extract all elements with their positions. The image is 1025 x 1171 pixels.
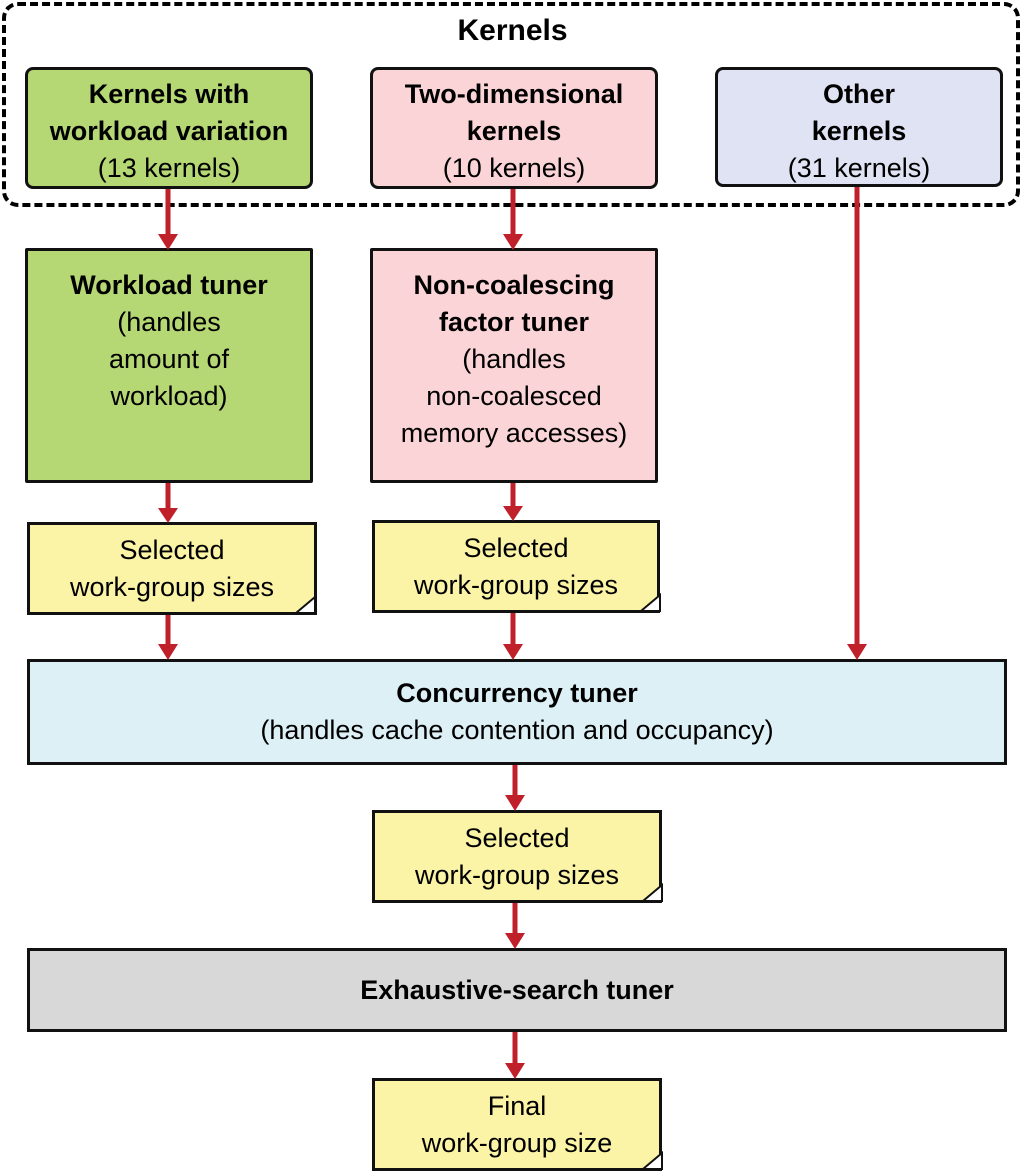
note-fold-corner <box>638 592 661 612</box>
kernel-box-two-dimensional: Two-dimensional kernels (10 kernels) <box>370 67 658 189</box>
concurrency-tuner-desc: (handles cache contention and occupancy) <box>260 715 774 745</box>
workload-tuner-title: Workload tuner <box>70 270 268 300</box>
kernel-box-title: kernels <box>466 116 562 146</box>
selected-sizes-note-1: Selected work-group sizes <box>27 522 317 615</box>
note-fold-corner <box>293 594 316 614</box>
exhaustive-search-tuner-box: Exhaustive-search tuner <box>27 948 1007 1032</box>
kernel-box-title: Other <box>822 79 895 109</box>
non-coalescing-tuner-desc: (handles <box>462 344 566 374</box>
workload-tuner-desc: amount of <box>108 344 230 374</box>
arrow-head <box>505 1063 525 1079</box>
note-text: Selected <box>119 534 225 565</box>
exhaustive-search-tuner-title: Exhaustive-search tuner <box>360 974 674 1005</box>
arrow-head <box>505 795 525 811</box>
kernel-box-workload-variation: Kernels with workload variation (13 kern… <box>25 67 313 189</box>
arrow-head <box>505 933 525 949</box>
note-text: work-group sizes <box>414 859 620 890</box>
note-text: work-group size <box>421 1127 613 1158</box>
kernel-box-title: kernels <box>811 116 907 146</box>
non-coalescing-tuner-title: factor tuner <box>438 307 590 337</box>
final-size-note: Final work-group size <box>372 1078 662 1171</box>
note-text: work-group sizes <box>413 569 619 600</box>
kernel-box-count: (13 kernels) <box>97 153 241 183</box>
note-text: Selected <box>463 532 569 563</box>
non-coalescing-tuner-title: Non-coalescing <box>413 270 615 300</box>
kernel-box-title: Two-dimensional <box>404 79 624 109</box>
note-text: work-group sizes <box>69 571 275 602</box>
note-fold-corner <box>640 1150 663 1170</box>
arrow-head <box>158 234 178 250</box>
non-coalescing-tuner-desc: memory accesses) <box>400 418 628 448</box>
kernel-box-title: Kernels with <box>88 79 250 109</box>
non-coalescing-tuner-desc: non-coalesced <box>426 381 602 411</box>
arrow-head <box>158 644 178 660</box>
arrow-head <box>847 644 867 660</box>
selected-sizes-note-3: Selected work-group sizes <box>372 810 662 903</box>
kernel-box-title: workload variation <box>49 116 289 146</box>
selected-sizes-note-2: Selected work-group sizes <box>372 520 660 613</box>
kernel-box-count: (10 kernels) <box>442 153 586 183</box>
workload-tuner-box: Workload tuner (handles amount of worklo… <box>25 248 313 483</box>
kernel-box-count: (31 kernels) <box>787 153 931 183</box>
workload-tuner-desc: workload) <box>110 381 228 411</box>
kernel-box-other: Other kernels (31 kernels) <box>715 67 1003 187</box>
concurrency-tuner-title: Concurrency tuner <box>396 678 638 708</box>
kernels-group-title: Kernels <box>457 14 568 47</box>
concurrency-tuner-box: Concurrency tuner (handles cache content… <box>27 659 1007 765</box>
workload-tuner-desc: (handles <box>117 307 221 337</box>
arrow-head <box>503 506 523 521</box>
note-text: Selected <box>464 822 570 853</box>
arrow-head <box>158 508 178 523</box>
arrow-head <box>503 644 523 660</box>
non-coalescing-tuner-box: Non-coalescing factor tuner (handles non… <box>370 248 658 483</box>
note-text: Final <box>487 1090 547 1121</box>
arrow-head <box>503 234 523 250</box>
note-fold-corner <box>640 882 663 902</box>
